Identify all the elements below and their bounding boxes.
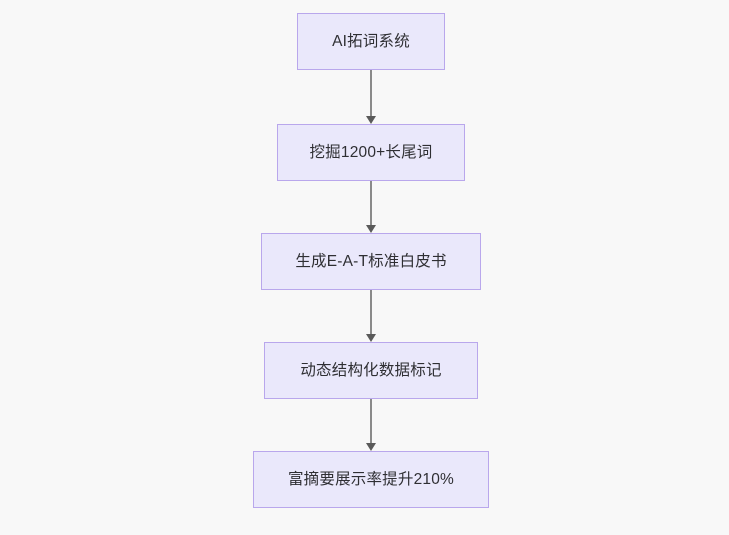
arrowhead-icon bbox=[366, 443, 376, 451]
connector-node4-node5 bbox=[365, 399, 377, 451]
flow-node-label: 生成E-A-T标准白皮书 bbox=[295, 252, 447, 270]
flow-node-label: 动态结构化数据标记 bbox=[300, 361, 442, 379]
flow-node-label: 挖掘1200+长尾词 bbox=[309, 143, 433, 161]
connector-node2-node3 bbox=[365, 181, 377, 233]
arrowhead-icon bbox=[366, 334, 376, 342]
connector-node3-node4 bbox=[365, 290, 377, 342]
connector-line bbox=[370, 399, 372, 444]
flow-node-ai-keyword-system[interactable]: AI拓词系统 bbox=[297, 13, 445, 70]
flow-node-label: AI拓词系统 bbox=[332, 32, 410, 50]
flow-node-dynamic-structured-data-markup[interactable]: 动态结构化数据标记 bbox=[264, 342, 478, 399]
connector-line bbox=[370, 290, 372, 335]
flow-node-mine-longtail-keywords[interactable]: 挖掘1200+长尾词 bbox=[277, 124, 465, 181]
connector-line bbox=[370, 181, 372, 226]
flow-node-label: 富摘要展示率提升210% bbox=[287, 470, 455, 488]
arrowhead-icon bbox=[366, 116, 376, 124]
arrowhead-icon bbox=[366, 225, 376, 233]
flow-node-generate-eat-whitepaper[interactable]: 生成E-A-T标准白皮书 bbox=[261, 233, 481, 290]
flow-node-rich-snippet-impression-lift[interactable]: 富摘要展示率提升210% bbox=[253, 451, 489, 508]
connector-node1-node2 bbox=[365, 70, 377, 124]
connector-line bbox=[370, 70, 372, 117]
